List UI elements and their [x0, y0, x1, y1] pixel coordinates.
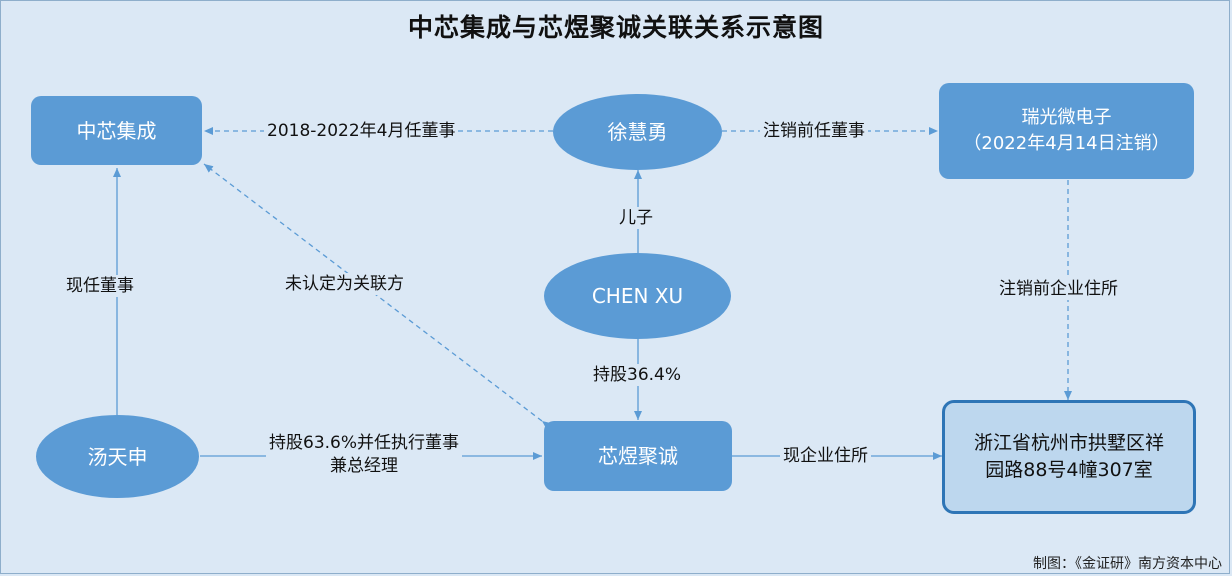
label-xu-to-zhongxin: 2018-2022年4月任董事 [264, 120, 459, 142]
node-ruiguang-note: （2022年4月14日注销） [963, 133, 1170, 154]
node-chenxu-label: CHEN XU [591, 284, 684, 308]
label-tang-to-xinyu-line1: 持股63.6%并任执行董事 [269, 433, 460, 453]
label-ruiguang-to-address: 注销前企业住所 [996, 278, 1121, 300]
label-tang-to-xinyu: 持股63.6%并任执行董事 兼总经理 [266, 432, 463, 478]
node-zhongxin-label: 中芯集成 [76, 118, 157, 143]
label-chen-to-xinyu: 持股36.4% [590, 364, 685, 386]
label-xinyu-to-zhongxin: 未认定为关联方 [282, 273, 407, 295]
edge-xinyu-zhongxin [203, 163, 552, 430]
label-tang-to-xinyu-line2: 兼总经理 [330, 456, 398, 476]
node-address-line1: 浙江省杭州市拱墅区祥 [973, 432, 1164, 454]
node-address: 浙江省杭州市拱墅区祥 园路88号4幢307室 [942, 400, 1196, 514]
label-chen-to-xu: 儿子 [616, 207, 656, 229]
node-xuhuiyong: 徐慧勇 [553, 94, 722, 170]
label-xu-to-ruiguang: 注销前任董事 [760, 120, 868, 142]
node-chenxu: CHEN XU [544, 253, 731, 339]
node-tangtianshen-label: 汤天申 [87, 444, 148, 469]
label-tang-to-zhongxin: 现任董事 [63, 275, 137, 297]
node-zhongxin: 中芯集成 [31, 96, 202, 165]
node-xinyu: 芯煜聚诚 [544, 421, 732, 491]
credit-text: 制图：《金证研》南方资本中心 [1033, 556, 1222, 572]
label-xinyu-to-address: 现企业住所 [780, 445, 871, 467]
node-xuhuiyong-label: 徐慧勇 [607, 120, 668, 144]
node-ruiguang: 瑞光微电子 （2022年4月14日注销） [939, 83, 1194, 179]
node-address-line2: 园路88号4幢307室 [985, 459, 1153, 481]
diagram-title: 中芯集成与芯煜聚诚关联关系示意图 [407, 13, 824, 42]
node-xinyu-label: 芯煜聚诚 [598, 444, 678, 468]
node-tangtianshen: 汤天申 [36, 415, 199, 498]
node-ruiguang-name: 瑞光微电子 [1021, 107, 1112, 128]
